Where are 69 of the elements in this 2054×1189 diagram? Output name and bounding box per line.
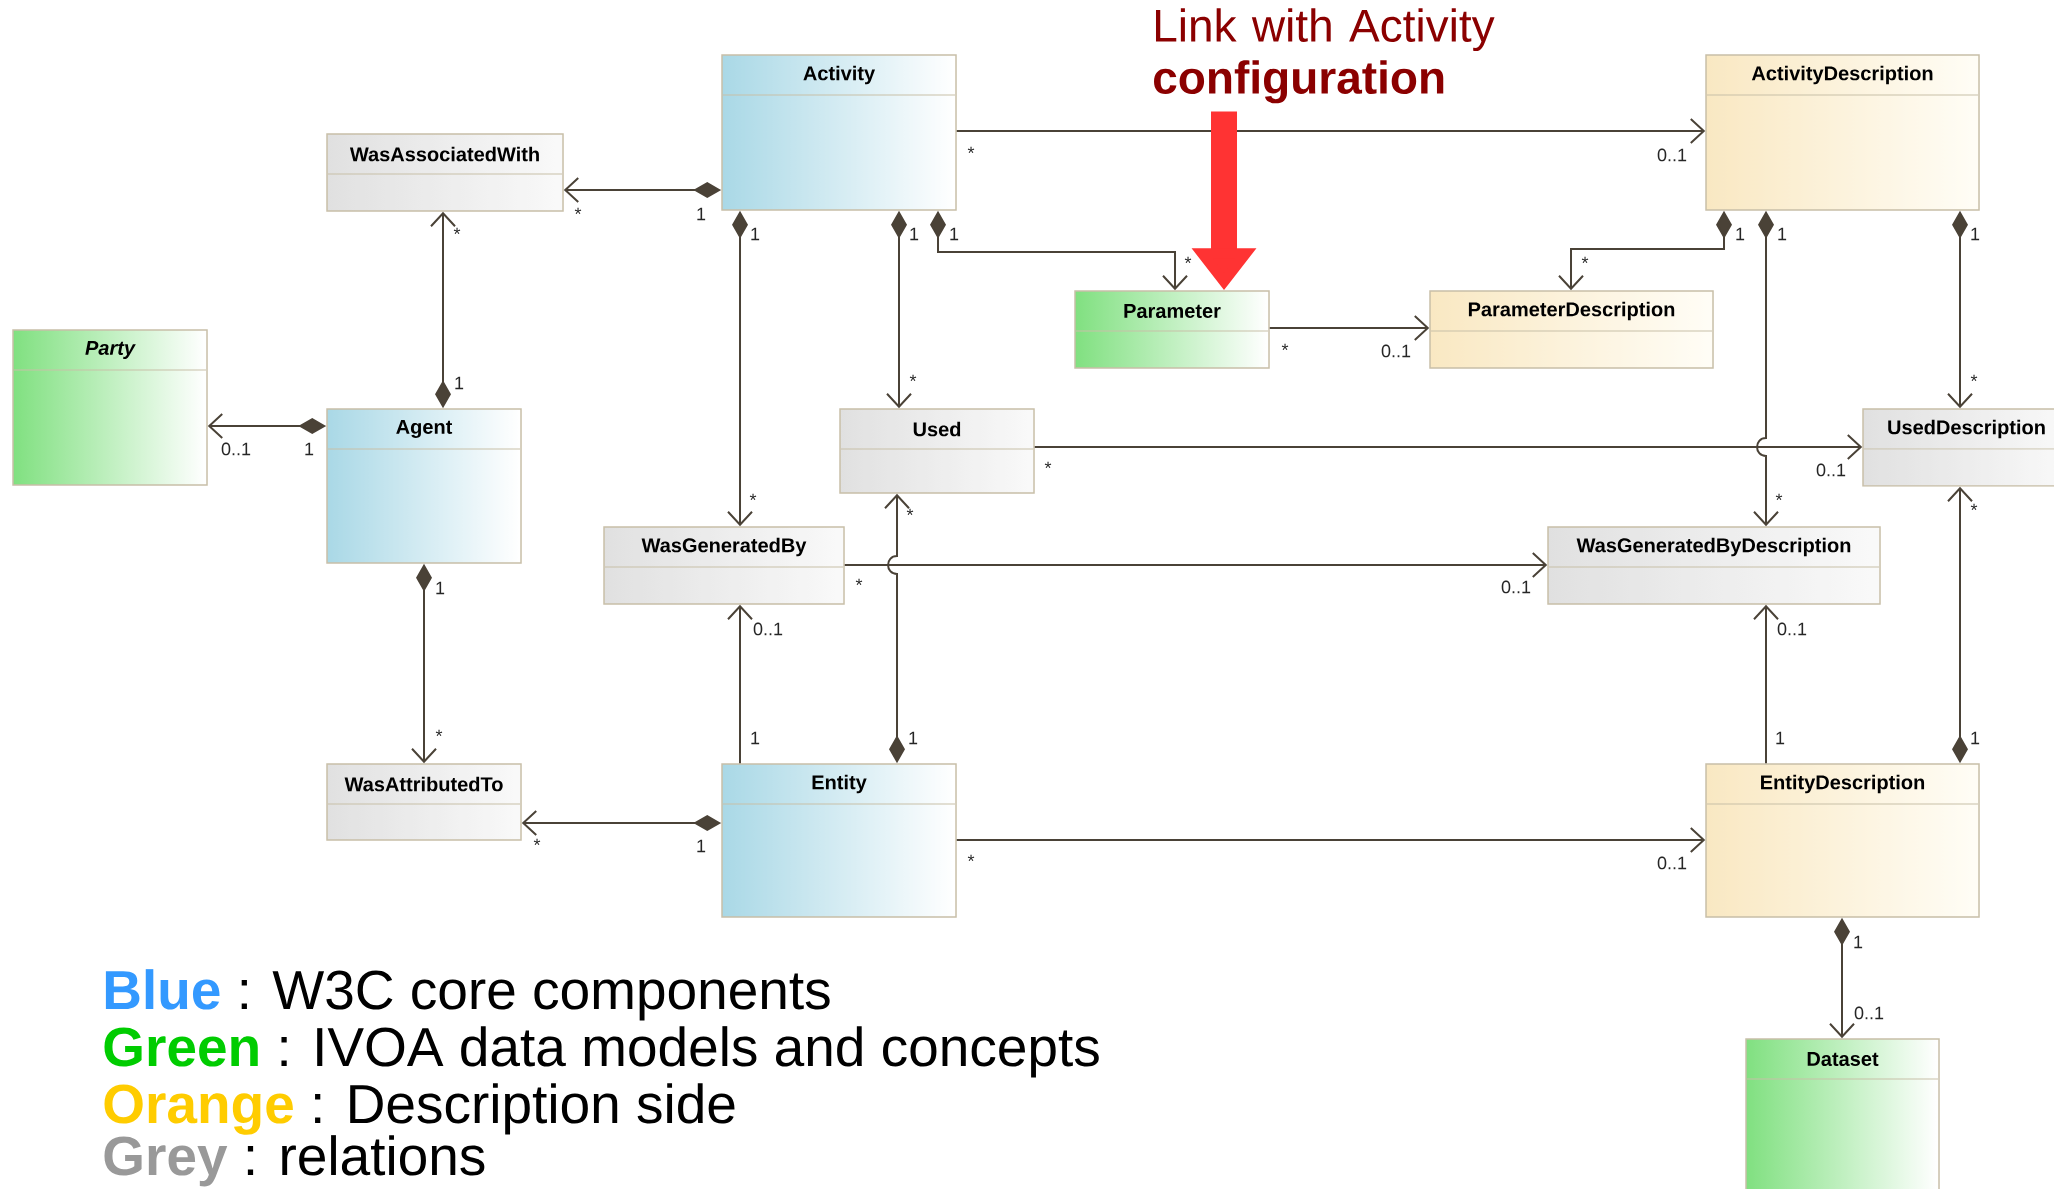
multiplicity-label: * [967,146,975,154]
association-arrow [955,827,1706,853]
multiplicity-label: * [749,493,757,501]
multiplicity-label: 1 [950,227,959,241]
multiplicity-label: * [533,838,541,846]
multiplicity-label: * [1581,256,1589,264]
association-arrow [1753,604,1779,765]
class-box: Activity [721,54,957,211]
multiplicity-label: 1 [455,376,464,390]
multiplicity-label: * [909,374,917,382]
multiplicity-label: * [1970,374,1978,382]
class-box: Party [12,329,208,486]
class-box: WasGeneratedBy [603,526,845,605]
class-box: ActivityDescription [1705,54,1980,211]
multiplicity-label: * [1044,461,1052,469]
multiplicity-label: * [1775,493,1783,501]
multiplicity-label: 0..1 [1854,1006,1884,1020]
multiplicity-label: 1 [305,442,314,456]
class-box: UsedDescription [1862,408,2054,487]
class-box: Agent [326,408,522,564]
multiplicity-label: * [1184,256,1192,264]
multiplicity-label: 1 [697,207,706,221]
class-box: ParameterDescription [1429,290,1714,369]
multiplicity-label: 1 [1736,227,1745,241]
multiplicity-label: 0..1 [1657,856,1687,870]
legend-entry: Grey : relations [104,1135,485,1187]
class-box: WasAssociatedWith [326,133,564,212]
class-box: WasAttributedTo [326,763,522,841]
association-arrow [1033,434,1863,460]
multiplicity-label: 0..1 [221,442,251,456]
multiplicity-label: 1 [751,227,760,241]
multiplicity-label: 0..1 [753,622,783,636]
multiplicity-label: * [453,227,461,235]
multiplicity-label: 1 [751,731,760,745]
multiplicity-label: 1 [1854,935,1863,949]
association-arrow [955,118,1706,144]
multiplicity-label: * [1281,343,1289,351]
class-box: EntityDescription [1705,763,1980,918]
class-box: Used [839,408,1035,494]
association-arrow [727,604,753,765]
multiplicity-label: 0..1 [1777,622,1807,636]
multiplicity-label: 0..1 [1657,148,1687,162]
legend-entry: Green : IVOA data models and concepts [104,1026,1099,1078]
multiplicity-label: 1 [1778,227,1787,241]
multiplicity-label: * [906,508,914,516]
multiplicity-label: * [435,729,443,737]
multiplicity-label: 0..1 [1501,580,1531,594]
multiplicity-label: * [1970,503,1978,511]
callout-text: Link with Activity configuration [1154,8,1495,104]
multiplicity-label: 1 [1776,731,1785,745]
multiplicity-label: 1 [910,227,919,241]
multiplicity-label: 1 [909,731,918,745]
class-box: Entity [721,763,957,918]
multiplicity-label: 0..1 [1381,344,1411,358]
multiplicity-label: 1 [1971,731,1980,745]
multiplicity-label: * [574,207,582,215]
class-box: WasGeneratedByDescription [1547,526,1881,605]
multiplicity-label: * [855,578,863,586]
multiplicity-label: * [967,854,975,862]
multiplicity-label: 1 [697,839,706,853]
association-arrow [1268,315,1430,341]
legend-entry: Orange : Description side [104,1083,735,1135]
multiplicity-label: 1 [1971,227,1980,241]
multiplicity-label: 1 [436,581,445,595]
legend-entry: Blue : W3C core components [105,969,830,1021]
class-box: Dataset [1745,1038,1940,1189]
multiplicity-label: 0..1 [1816,463,1846,477]
class-box: Parameter [1074,290,1270,369]
association-arrow [843,552,1548,578]
